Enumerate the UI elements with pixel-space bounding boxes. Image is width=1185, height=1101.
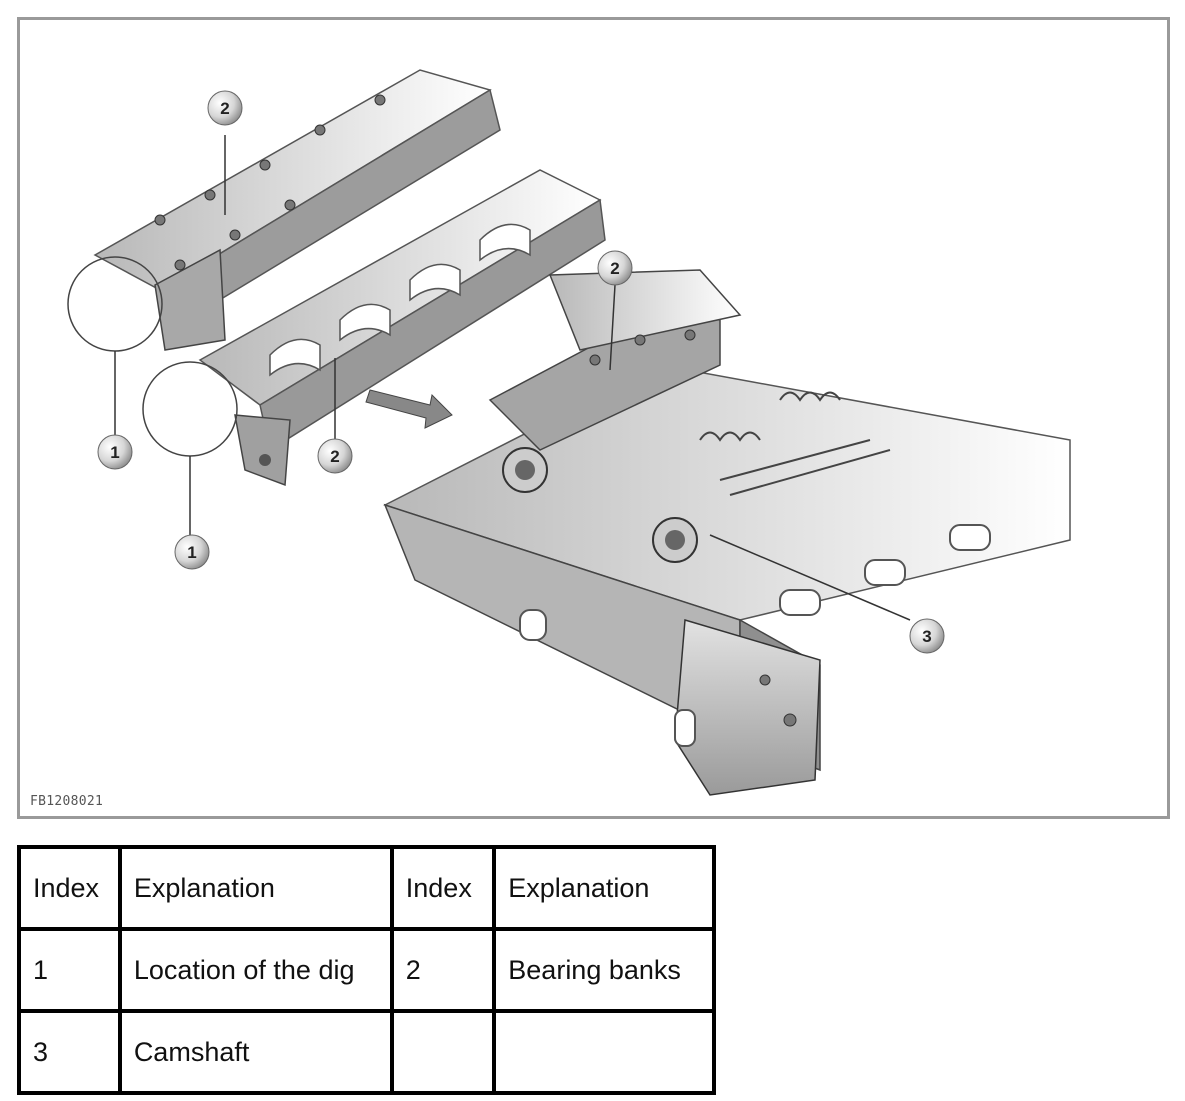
explanation-cell: Camshaft — [117, 1009, 394, 1095]
direction-arrow-icon — [365, 389, 453, 429]
leader-lines — [114, 135, 911, 621]
legend-table: Index Explanation Index Explanation 1 Lo… — [17, 845, 716, 1095]
header-cell: Explanation — [492, 845, 716, 931]
index-cell — [389, 1009, 497, 1095]
bearing-bank-upper — [93, 69, 501, 351]
cylinder-head — [383, 269, 1071, 796]
callout-label: 1 — [187, 543, 196, 562]
detail-circle — [67, 256, 163, 352]
index-cell: 2 — [389, 927, 497, 1013]
callout-label: 2 — [610, 259, 619, 278]
explanation-cell: Bearing banks — [492, 927, 716, 1013]
callout-1b: 1 — [174, 534, 210, 570]
index-cell: 3 — [17, 1009, 122, 1095]
callout-label: 2 — [330, 447, 339, 466]
engine-illustration: 1 1 2 2 2 3 — [67, 69, 1071, 796]
header-cell: Explanation — [117, 845, 394, 931]
header-cell: Index — [17, 845, 122, 931]
callout-2c: 2 — [597, 250, 633, 286]
legend-row: 3 Camshaft — [17, 1009, 716, 1095]
explanation-cell — [492, 1009, 716, 1095]
callout-1a: 1 — [97, 434, 133, 470]
callout-2b: 2 — [317, 438, 353, 474]
callout-label: 2 — [220, 99, 229, 118]
figure-id: FB1208021 — [30, 794, 104, 809]
callout-3: 3 — [909, 618, 945, 654]
callout-label: 1 — [110, 443, 119, 462]
bearing-bank-lower — [198, 169, 606, 487]
explanation-cell: Location of the dig — [117, 927, 394, 1013]
legend-row: 1 Location of the dig 2 Bearing banks — [17, 927, 716, 1013]
detail-circle — [142, 361, 238, 457]
callout-label: 3 — [922, 627, 931, 646]
legend-header-row: Index Explanation Index Explanation — [17, 845, 716, 931]
diagram-frame: 1 1 2 2 2 3 FB1208021 — [17, 17, 1170, 819]
index-cell: 1 — [17, 927, 122, 1013]
header-cell: Index — [389, 845, 497, 931]
callout-2a: 2 — [207, 90, 243, 126]
